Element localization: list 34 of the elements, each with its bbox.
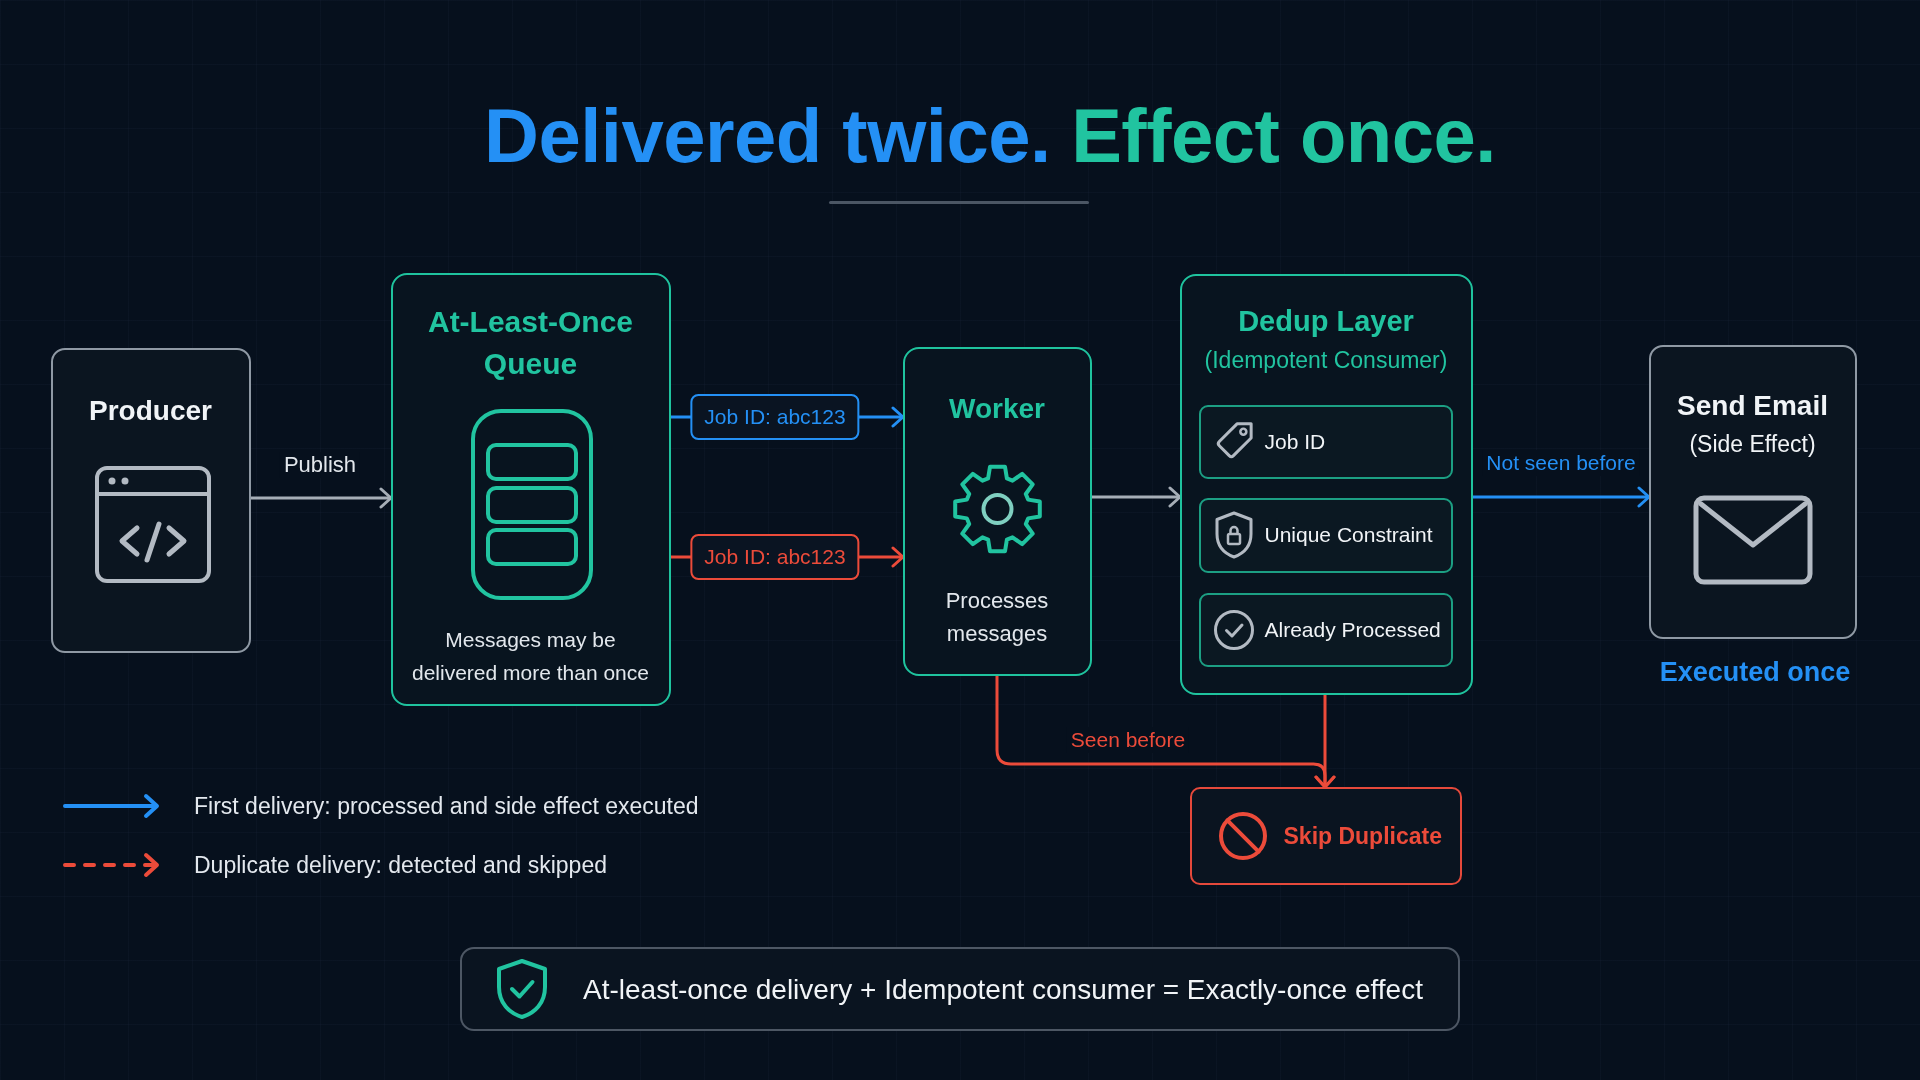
card-subtitle: (Idempotent Consumer) bbox=[1204, 345, 1448, 374]
legend-text: Duplicate delivery: detected and skipped bbox=[194, 851, 607, 880]
card-title: Producer bbox=[89, 393, 212, 427]
row-label: Already Processed bbox=[1264, 616, 1441, 643]
card-subtitle: (Side Effect) bbox=[1689, 429, 1816, 458]
arrow bbox=[1473, 486, 1651, 508]
card-title: Dedup Layer bbox=[1238, 303, 1414, 339]
component-card bbox=[1649, 345, 1857, 639]
arrow bbox=[251, 487, 393, 509]
outcome-label: Skip Duplicate bbox=[1283, 821, 1442, 850]
card-title: Worker bbox=[949, 391, 1045, 425]
component-card bbox=[391, 273, 671, 706]
card-title: At-Least-Once Queue bbox=[426, 303, 634, 382]
component-card bbox=[1180, 274, 1473, 695]
arrow bbox=[1092, 486, 1182, 508]
component-card bbox=[903, 347, 1092, 676]
arrow bbox=[1314, 695, 1336, 789]
summary-text: At-least-once delivery + Idempotent consumer = Exactly-once effect bbox=[583, 972, 1423, 1007]
edge-label: Job ID: abc123 bbox=[690, 534, 860, 580]
card-description: Processes messages bbox=[944, 586, 1050, 648]
outcome-box bbox=[1190, 787, 1462, 885]
legend-text: First delivery: processed and side effect executed bbox=[194, 792, 699, 821]
edge-label: Job ID: abc123 bbox=[690, 394, 860, 440]
card-title: Send Email bbox=[1677, 388, 1828, 422]
status-caption: Executed once bbox=[1659, 656, 1851, 689]
component-card bbox=[51, 348, 251, 653]
row-label: Unique Constraint bbox=[1264, 522, 1433, 548]
feature-row bbox=[1198, 592, 1453, 667]
row-label: Job ID bbox=[1264, 428, 1326, 455]
feature-row bbox=[1198, 404, 1453, 479]
card-description: Messages may be delivered more than once bbox=[411, 626, 650, 686]
summary-banner bbox=[460, 947, 1460, 1031]
feature-row bbox=[1198, 497, 1453, 573]
title: Delivered twice. Effect once. bbox=[484, 93, 1496, 179]
